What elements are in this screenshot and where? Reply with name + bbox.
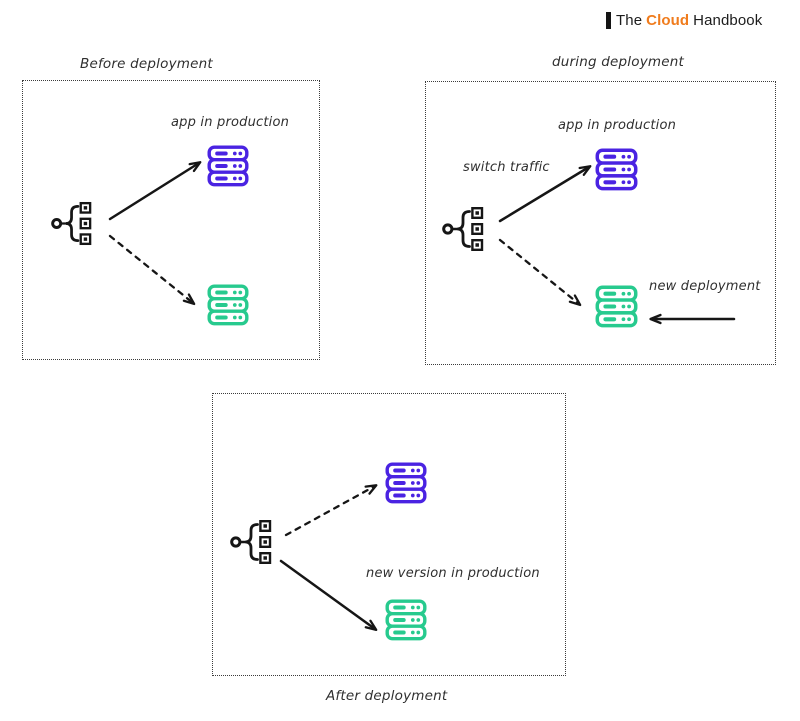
panel-box-during <box>425 81 776 365</box>
label-new-deployment: new deployment <box>649 279 761 294</box>
active-traffic-arrow-after <box>279 559 378 632</box>
logo-word-the: The <box>616 12 643 29</box>
server-stack-icon-old-after <box>387 464 425 502</box>
standby-traffic-arrow-during <box>498 238 582 307</box>
panel-box-after <box>212 393 566 676</box>
logo-word-handbook: Handbook <box>693 12 763 29</box>
label-app-in-production-during: app in production <box>558 118 677 133</box>
diagram-before <box>53 147 247 324</box>
server-stack-icon-new-during <box>597 287 635 325</box>
logo-text: The Cloud Handbook <box>616 12 762 29</box>
diagram-during <box>444 150 736 325</box>
brand-logo: The Cloud Handbook <box>606 12 762 29</box>
panel-box-before <box>22 80 320 360</box>
server-stack-icon-idle-before <box>209 286 247 324</box>
load-balancer-icon-after <box>232 521 270 563</box>
logo-word-cloud: Cloud <box>646 12 690 29</box>
panel-title-during: during deployment <box>552 54 684 70</box>
logo-bar-icon <box>606 12 611 29</box>
server-stack-icon-production-during <box>597 150 635 188</box>
label-new-version-in-production: new version in production <box>366 566 540 581</box>
panel-title-after: After deployment <box>326 688 448 704</box>
label-switch-traffic: switch traffic <box>463 160 550 175</box>
server-stack-icon-production-after <box>387 601 425 639</box>
standby-traffic-arrow-before <box>108 234 196 306</box>
load-balancer-icon-before <box>53 203 90 244</box>
active-traffic-arrow-during <box>498 165 592 223</box>
standby-traffic-arrow-after <box>284 484 378 537</box>
diagram-after <box>232 464 425 639</box>
active-traffic-arrow-before <box>108 161 202 221</box>
load-balancer-icon-during <box>444 208 482 250</box>
server-stack-icon-production-before <box>209 147 247 185</box>
label-app-in-production-before: app in production <box>171 115 290 130</box>
panel-title-before: Before deployment <box>80 56 213 72</box>
